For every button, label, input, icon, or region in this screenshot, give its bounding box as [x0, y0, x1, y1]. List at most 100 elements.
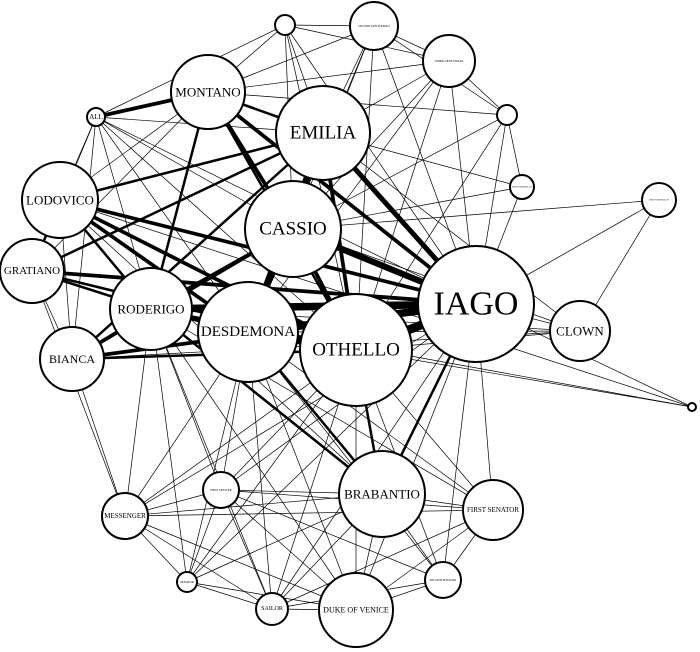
node-circle [275, 85, 371, 181]
node-label: MONTANO [175, 85, 240, 100]
node-clown[interactable]: CLOWN [549, 300, 611, 362]
node-circle [109, 267, 193, 351]
node-desdemona[interactable]: DESDEMONA [197, 281, 299, 383]
node-circle [349, 1, 399, 51]
node-label: FIRST MUSICIAN [512, 186, 532, 189]
edge-senator-roderigo [150, 308, 188, 583]
node-brabantio[interactable]: BRABANTIO [338, 450, 426, 538]
node-messenger[interactable]: MESSENGER [101, 492, 149, 540]
node-circle [462, 479, 524, 541]
node-circle [318, 572, 394, 648]
node-gentleman[interactable] [687, 402, 697, 412]
node-circle [101, 492, 149, 540]
node-othello[interactable]: OTHELLO [299, 293, 413, 407]
edge-duke-roderigo [150, 308, 357, 611]
edge-second_senator-desdemona [247, 331, 444, 581]
edge-gratiano-messenger [31, 270, 126, 517]
node-circle [641, 182, 677, 218]
node-label: LODOVICO [26, 193, 94, 208]
node-label: OTHELLO [312, 340, 400, 361]
edge-brabantio-roderigo [150, 308, 383, 495]
node-label: THIRD GENTLEMAN [435, 59, 464, 63]
node-circle [509, 174, 535, 200]
node-label: DESDEMONA [201, 324, 295, 340]
edge-all-bianca [71, 116, 97, 360]
node-circle [0, 238, 65, 304]
node-first-officer[interactable]: FIRST OFFICER [202, 471, 240, 509]
node-third-gentleman[interactable]: THIRD GENTLEMAN [422, 34, 476, 88]
node-label: SENATOR [180, 580, 193, 584]
node-label: FIRST OFFICER [210, 488, 231, 492]
node-first-gentleman[interactable] [274, 14, 296, 36]
edge-emilia-gratiano [30, 131, 325, 273]
edge-first_senator-messenger [124, 509, 494, 517]
node-label: FIRST MUSICIAN [649, 199, 669, 202]
node-cassio[interactable]: CASSIO [244, 180, 342, 278]
node-gratiano[interactable]: GRATIANO [0, 238, 65, 304]
edge-clown-emilia [322, 132, 581, 332]
node-circle [687, 402, 697, 412]
node-bianca[interactable]: BIANCA [39, 326, 105, 392]
node-circle [338, 450, 426, 538]
edge-second_senator-first_officer [220, 489, 444, 581]
node-label: BIANCA [49, 352, 95, 366]
node-roderigo[interactable]: RODERIGO [109, 267, 193, 351]
node-label: EMILIA [290, 123, 357, 144]
node-label: CASSIO [259, 219, 327, 240]
node-label: ALL [89, 113, 103, 121]
edge-duke-messenger [124, 515, 357, 611]
node-circle [274, 14, 296, 36]
edge-montano-gratiano [31, 91, 209, 272]
node-circle [21, 161, 99, 239]
edge-sailor-roderigo [150, 308, 273, 610]
node-label: SECOND SENATOR [430, 578, 456, 582]
node-circle [86, 107, 106, 127]
node-label: CLOWN [556, 324, 604, 339]
node-circle [170, 54, 246, 130]
node-label: IAGO [434, 286, 519, 323]
node-circle [424, 561, 462, 599]
node-label: SAILOR [261, 606, 283, 612]
node-second-gentleman[interactable]: SECOND GENTLEMAN [349, 1, 399, 51]
node-label: GRATIANO [4, 265, 60, 277]
edge-messenger-sailor [124, 515, 273, 610]
node-all[interactable]: ALL [86, 107, 106, 127]
edge-third_gentleman-montano [207, 60, 450, 93]
edge-all-othello [95, 116, 357, 351]
node-first-musician[interactable]: FIRST MUSICIAN [509, 174, 535, 200]
node-lodovico[interactable]: LODOVICO [21, 161, 99, 239]
node-circle [176, 571, 198, 593]
node-sailor[interactable]: SAILOR [255, 592, 289, 626]
edge-first_senator-sailor [271, 509, 494, 610]
edge-third_gentleman-desdemona [247, 60, 450, 333]
node-senator[interactable]: SENATOR [176, 571, 198, 593]
node-label: MESSENGER [104, 512, 146, 520]
node-montano[interactable]: MONTANO [170, 54, 246, 130]
edge-messenger-iago [124, 303, 477, 517]
node-iago[interactable]: IAGO [417, 245, 535, 363]
edge-herald-cassio [292, 199, 660, 230]
node-circle [549, 300, 611, 362]
edge-sailor-first_officer [220, 489, 273, 610]
node-circle [202, 471, 240, 509]
node-circle [299, 293, 413, 407]
node-circle [422, 34, 476, 88]
node-circle [197, 281, 299, 383]
node-emilia[interactable]: EMILIA [275, 85, 371, 181]
node-first-senator[interactable]: FIRST SENATOR [462, 479, 524, 541]
node-herald[interactable]: FIRST MUSICIAN [641, 182, 677, 218]
node-circle [255, 592, 289, 626]
node-second-senator[interactable]: SECOND SENATOR [424, 561, 462, 599]
node-label: SECOND GENTLEMAN [358, 24, 390, 28]
node-circle [244, 180, 342, 278]
node-label: BRABANTIO [344, 487, 420, 502]
node-label: FIRST SENATOR [467, 506, 519, 514]
node-circle [496, 104, 518, 126]
edge-senator-iago [186, 303, 477, 583]
node-fourth-gentleman[interactable] [496, 104, 518, 126]
node-label: RODERIGO [117, 302, 184, 317]
node-duke[interactable]: DUKE OF VENICE [318, 572, 394, 648]
node-circle [39, 326, 105, 392]
